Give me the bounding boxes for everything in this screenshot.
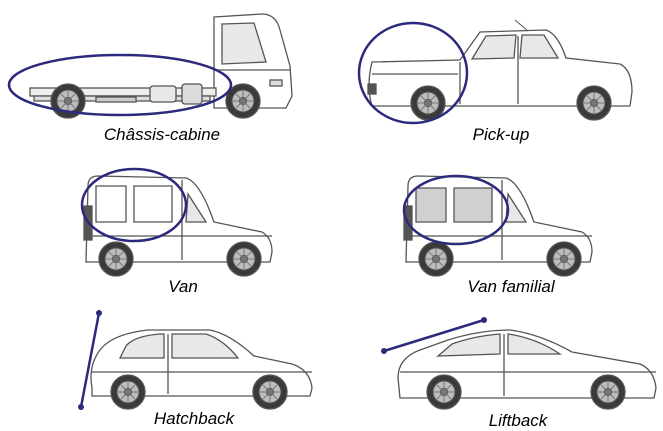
liftback-wheel-front [590, 374, 626, 410]
hatchback-vehicle [90, 329, 313, 410]
caption-pickup: Pick-up [472, 125, 530, 144]
caption-chassis-cab: Châssis-cabine [103, 125, 221, 144]
liftback-wheel-rear [426, 374, 462, 410]
hatchback-wheel-rear [110, 374, 146, 410]
pickup-wheel-front [576, 85, 612, 121]
liftback-vehicle [397, 329, 657, 410]
caption-hatchback: Hatchback [153, 409, 235, 428]
caption-liftback: Liftback [488, 411, 548, 430]
caption-van: Van [168, 277, 198, 296]
van-wheel-rear [98, 241, 134, 277]
family-van-vehicle [403, 175, 593, 277]
pickup-wheel-rear [410, 85, 446, 121]
family-van-wheel-rear [418, 241, 454, 277]
van-highlight-ellipse [80, 167, 188, 243]
hatchback-rear-slope-line [78, 310, 102, 410]
caption-family-van: Van familial [467, 277, 555, 296]
chassis-cab-frame [29, 83, 217, 105]
pickup-vehicle [367, 19, 633, 121]
family-van-wheel-front [546, 241, 582, 277]
van-wheel-front [226, 241, 262, 277]
pickup-highlight-ellipse [357, 21, 469, 125]
chassis-cab-cabin [213, 13, 293, 109]
hatchback-wheel-front [252, 374, 288, 410]
family-van-highlight-ellipse [402, 174, 510, 246]
liftback-roof-slope-line [381, 317, 487, 354]
chassis-cab-highlight-ellipse [7, 53, 233, 117]
chassis-cab-vehicle [29, 13, 293, 119]
